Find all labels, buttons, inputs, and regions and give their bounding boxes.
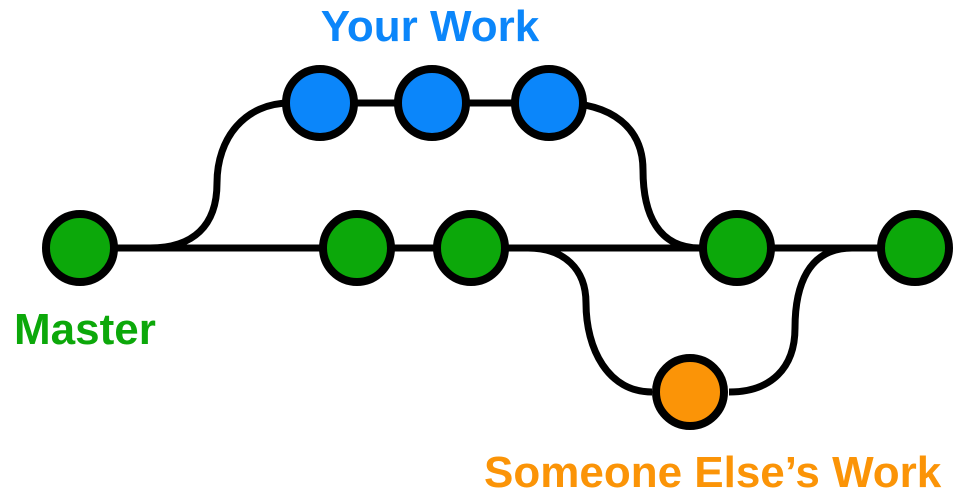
someone-elses-work-branch-label: Someone Else’s Work bbox=[484, 448, 942, 496]
commit-node-master bbox=[877, 210, 953, 286]
commit-node-your-work bbox=[511, 65, 587, 141]
edge-merge-your-work-into-master bbox=[559, 99, 701, 252]
commit-node-master bbox=[699, 210, 775, 286]
commit-node-master bbox=[42, 210, 118, 286]
your-work-branch-label: Your Work bbox=[321, 2, 540, 51]
commit-node-your-work bbox=[394, 65, 470, 141]
commit-node-master bbox=[319, 210, 395, 286]
commit-node-your-work bbox=[282, 65, 358, 141]
commit-node-master bbox=[433, 210, 509, 286]
edge-branch-out-to-your-work bbox=[149, 99, 291, 252]
edge-branch-out-to-someone-else bbox=[527, 244, 653, 396]
edge-merge-someone-else-into-master bbox=[728, 244, 853, 396]
master-branch-label: Master bbox=[14, 305, 156, 354]
node-layer bbox=[42, 65, 953, 430]
commit-node-someone-else bbox=[652, 354, 728, 430]
